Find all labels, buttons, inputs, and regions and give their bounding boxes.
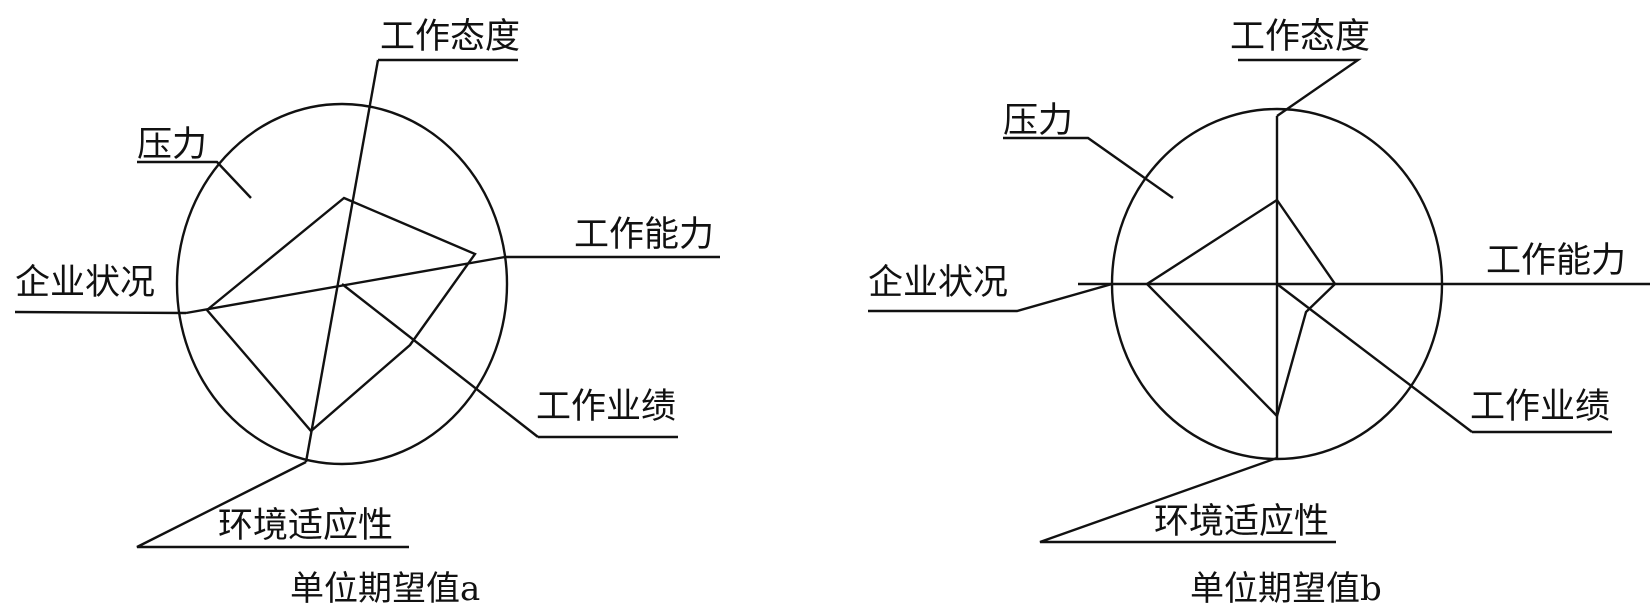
diagram-a-value-polygon bbox=[205, 196, 477, 433]
diagram-b-label-adaptability: 环境适应性 bbox=[1154, 502, 1329, 542]
diagram-a-label-ability: 工作能力 bbox=[574, 215, 714, 255]
diagram-b-label-performance: 工作业绩 bbox=[1470, 387, 1610, 427]
diagram-b-leader-attitude bbox=[1238, 58, 1362, 117]
diagram-a-leader-adaptability bbox=[136, 460, 409, 549]
diagram-b-label-ability: 工作能力 bbox=[1486, 241, 1626, 281]
diagram-a-axis-performance bbox=[341, 283, 539, 438]
diagram-b-value-polygon bbox=[1145, 198, 1337, 419]
diagram-a-label-attitude: 工作态度 bbox=[380, 17, 520, 57]
diagram-b-leader-adaptability bbox=[1039, 456, 1336, 544]
diagram-a-leader-company bbox=[14, 310, 187, 315]
diagram-a bbox=[14, 58, 720, 549]
diagram-a-label-company: 企业状况 bbox=[15, 263, 155, 303]
diagram-a-leader-pressure bbox=[137, 160, 252, 199]
diagram-b-leader-company bbox=[868, 282, 1113, 313]
diagram-b-axis-performance bbox=[1276, 283, 1473, 433]
diagram-a-axis-company-ability bbox=[185, 255, 506, 315]
diagram-a-label-adaptability: 环境适应性 bbox=[218, 506, 393, 546]
diagram-a-circle bbox=[175, 102, 509, 466]
diagram-b-label-pressure: 压力 bbox=[1003, 101, 1073, 141]
diagram-b-label-attitude: 工作态度 bbox=[1230, 17, 1370, 57]
diagram-b-caption: 单位期望值b bbox=[1190, 569, 1382, 608]
diagram-b bbox=[868, 58, 1650, 544]
diagram-a-label-performance: 工作业绩 bbox=[536, 387, 676, 427]
diagram-a-label-pressure: 压力 bbox=[137, 125, 207, 165]
diagram-a-axis-attitude bbox=[304, 59, 380, 463]
diagram-b-label-company: 企业状况 bbox=[868, 263, 1008, 303]
diagram-a-caption: 单位期望值a bbox=[290, 569, 480, 608]
diagram-b-leader-pressure bbox=[1003, 136, 1174, 199]
